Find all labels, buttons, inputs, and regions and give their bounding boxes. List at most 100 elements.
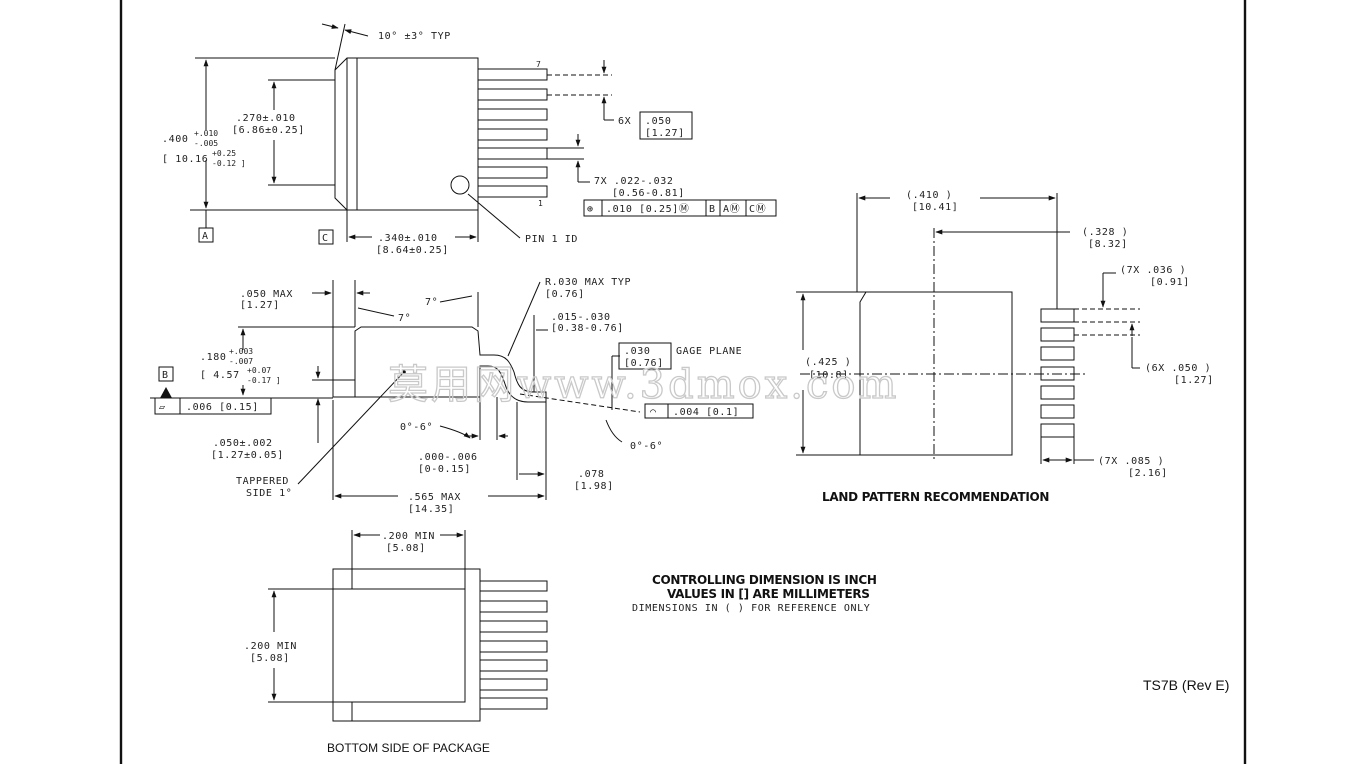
svg-text:.004 [0.1]: .004 [0.1] <box>673 407 739 418</box>
overall-length-mm: [14.35] <box>408 504 454 515</box>
lp-pad-length-mm: [2.16] <box>1128 468 1168 479</box>
height-tol-plus: +.010 <box>194 129 218 138</box>
datum-b-frame <box>158 366 174 382</box>
lead-angle-left: 0°-6° <box>400 422 433 433</box>
svg-text:.010 [0.25]Ⓜ: .010 [0.25]Ⓜ <box>606 203 689 215</box>
standoff-mm: [1.27±0.05] <box>211 450 284 461</box>
svg-text:CⓂ: CⓂ <box>749 203 766 215</box>
land-pattern-title: LAND PATTERN RECOMMENDATION <box>822 490 1049 504</box>
lp-pitch-mm: [1.27] <box>1174 375 1214 386</box>
pin1-marker <box>450 175 470 195</box>
draft-angle-note: 10° ±3° TYP <box>378 31 451 42</box>
tab-height-mm: [6.86±0.25] <box>232 125 305 136</box>
standoff-in: .050±.002 <box>213 438 273 449</box>
lead-width-mm: [0.56-0.81] <box>612 188 685 199</box>
gage-in: .030 <box>624 346 650 357</box>
document-id: TS7B (Rev E) <box>1143 677 1229 693</box>
lp-pitch-in: (6X .050 ) <box>1145 363 1211 374</box>
body-height-tol-minus: -.007 <box>229 357 253 366</box>
bottom-view-caption: BOTTOM SIDE OF PACKAGE <box>327 741 490 755</box>
svg-text:B: B <box>709 204 716 215</box>
radius-note: R.030 MAX TYP <box>545 277 631 288</box>
tab-max-in: .050 MAX <box>240 289 293 300</box>
body-height-tol-plus: +.003 <box>229 347 253 356</box>
datum-a: A <box>202 231 209 242</box>
seating-mm: [0-0.15] <box>418 464 471 475</box>
lp-height-in: (.425 ) <box>805 357 851 368</box>
bottom-view-leads <box>479 580 548 710</box>
datum-b: B <box>162 370 169 381</box>
lead-thickness-mm: [0.38-0.76] <box>551 323 624 334</box>
height-tol-minus: -.005 <box>194 139 218 148</box>
pin-1-label: 1 <box>538 199 543 208</box>
width-in: .340±.010 <box>378 233 438 244</box>
bottom-view-body <box>332 568 481 722</box>
lp-pad-span-mm: [8.32] <box>1088 239 1128 250</box>
svg-text:◠: ◠ <box>650 407 657 418</box>
body-height-mm-tol-plus: +0.07 <box>247 366 271 375</box>
tapered-angle-label: SIDE 1° <box>246 488 292 499</box>
lead-thickness-in: .015-.030 <box>551 312 611 323</box>
land-pattern-tab-pad <box>859 291 1013 456</box>
note-reference-only: DIMENSIONS IN ( ) FOR REFERENCE ONLY <box>632 603 870 614</box>
side-view-body <box>332 326 547 403</box>
lp-overall-in: (.410 ) <box>906 190 952 201</box>
note-millimeters: VALUES IN [] ARE MILLIMETERS <box>667 587 870 601</box>
bottom-view: .200 MIN [5.08] .200 MIN [5.08] BOTTOM S… <box>244 530 548 755</box>
gage-mm: [0.76] <box>624 358 664 369</box>
datum-c: C <box>322 233 329 244</box>
note-controlling-dimension: CONTROLLING DIMENSION IS INCH <box>652 573 877 587</box>
lp-pad-span-in: (.328 ) <box>1082 227 1128 238</box>
lp-height-mm: [10.8] <box>809 370 849 381</box>
angle-7-left: 7° <box>398 313 411 324</box>
pin-7-label: 7 <box>536 60 541 69</box>
tapered-label: TAPPERED <box>236 476 289 487</box>
top-view-body <box>334 57 479 211</box>
bottom-width-in: .200 MIN <box>382 531 435 542</box>
lp-pad-width-mm: [0.91] <box>1150 277 1190 288</box>
body-height-in: .180 <box>200 352 226 363</box>
pitch-count: 6X <box>618 116 631 127</box>
tab-height-in: .270±.010 <box>236 113 296 124</box>
svg-text:▱: ▱ <box>159 402 166 413</box>
datum-c-frame <box>318 229 334 245</box>
svg-text:AⓂ: AⓂ <box>723 203 740 215</box>
position-tolerance-frame: ⊕ .010 [0.25]Ⓜ B AⓂ CⓂ <box>583 199 777 217</box>
bottom-view-thermal-pad <box>351 569 466 721</box>
body-height-mm-tol-minus: -0.17 ] <box>247 376 281 385</box>
height-mm: [ 10.16 <box>162 154 208 165</box>
pitch-mm: [1.27] <box>645 128 685 139</box>
datum-b-triangle <box>160 387 172 398</box>
pitch-in: .050 <box>645 116 671 127</box>
height-mm-tol-minus: -0.12 ] <box>212 159 246 168</box>
foot-length-mm: [1.98] <box>574 481 614 492</box>
radius-mm: [0.76] <box>545 289 585 300</box>
land-pattern: (.410 ) [10.41] (.328 ) [8.32] (7X .036 … <box>796 190 1214 504</box>
lead-width-in: 7X .022-.032 <box>594 176 673 187</box>
lp-pad-length-in: (7X .085 ) <box>1098 456 1164 467</box>
seating-in: .000-.006 <box>418 452 478 463</box>
side-view: .050 MAX [1.27] 7° 7° R.030 MAX TYP [0.7… <box>150 277 754 515</box>
watermark: 莫用网www.3dmox.com <box>388 362 899 408</box>
tab-max-mm: [1.27] <box>240 300 280 311</box>
foot-length-in: .078 <box>578 469 604 480</box>
height-mm-tol-plus: +0.25 <box>212 149 236 158</box>
gage-plane-label: GAGE PLANE <box>676 346 742 357</box>
bottom-height-mm: [5.08] <box>250 653 290 664</box>
notes: CONTROLLING DIMENSION IS INCH VALUES IN … <box>632 573 877 614</box>
body-height-mm: [ 4.57 <box>200 370 240 381</box>
top-view: 7 1 10° ±3° TYP .400 +.010 -.005 [ 10.16… <box>162 23 777 256</box>
top-view-leads <box>477 68 548 198</box>
lp-overall-mm: [10.41] <box>912 202 958 213</box>
land-pattern-pads <box>1040 308 1075 438</box>
bottom-height-in: .200 MIN <box>244 641 297 652</box>
bottom-width-mm: [5.08] <box>386 543 426 554</box>
overall-length-in: .565 MAX <box>408 492 461 503</box>
lp-pad-width-in: (7X .036 ) <box>1120 265 1186 276</box>
gage-frame <box>618 342 672 370</box>
flatness-frame: ▱ .006 [0.15] <box>154 397 272 415</box>
lead-angle-right: 0°-6° <box>630 441 663 452</box>
svg-text:⊕: ⊕ <box>587 204 594 215</box>
width-mm: [8.64±0.25] <box>376 245 449 256</box>
